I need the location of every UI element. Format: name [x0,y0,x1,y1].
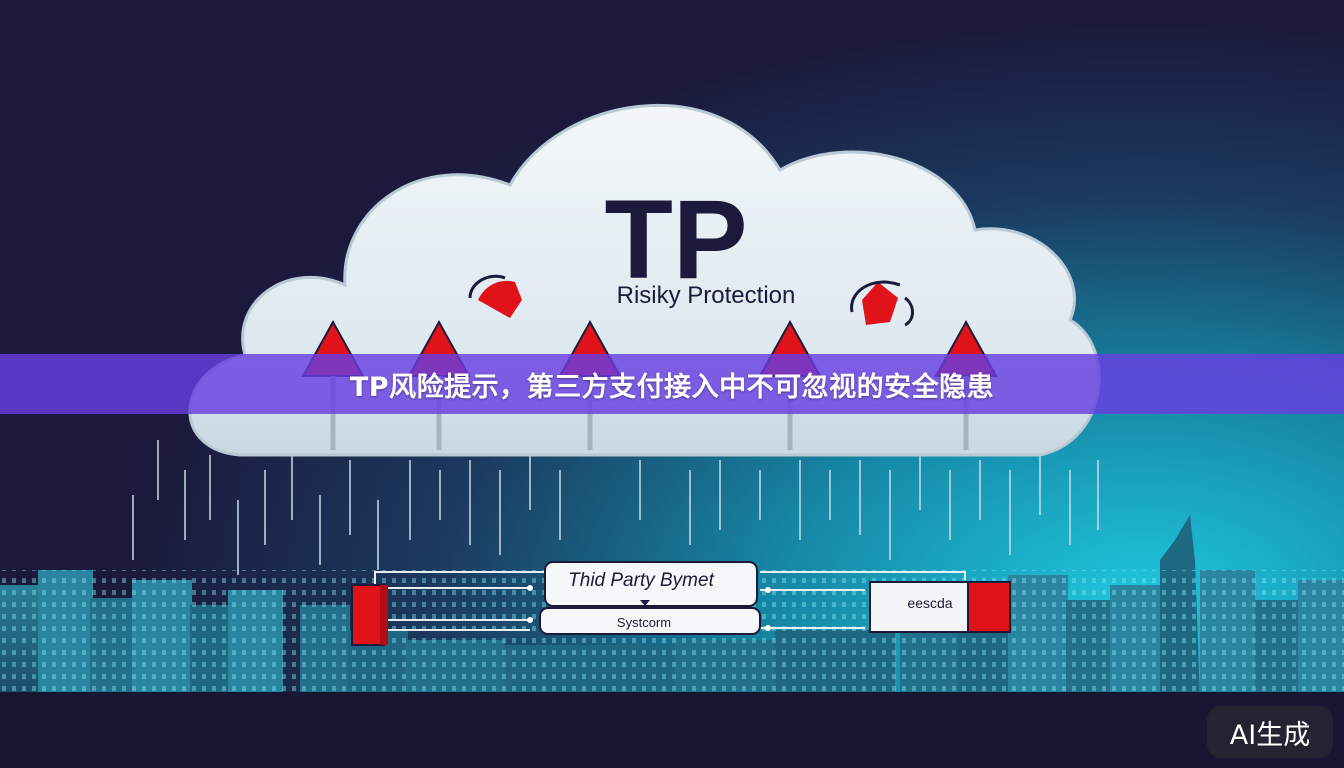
city-skyline [0,515,1344,768]
alarm-icon-left [468,274,522,318]
cloud-title: TP [604,177,747,302]
right-box [869,581,1011,633]
flow-connectors [374,571,966,631]
flow-box-top [544,561,758,607]
connector-dots [527,585,771,631]
banner-title: TP风险提示，第三方支付接入中不可忽视的安全隐患 [349,371,995,403]
right-box-label: eescda [907,595,952,611]
cloud-subtitle: Risiky Protection [617,282,796,309]
flow-box-bottom-label: Systcorm [617,615,671,630]
left-device-icon [351,584,388,646]
ai-generated-badge: AI生成 [1207,706,1333,758]
ai-badge-label: AI生成 [1229,719,1311,751]
title-banner: TP风险提示，第三方支付接入中不可忽视的安全隐患 [0,354,1344,414]
flow-box-bottom [539,607,761,635]
flow-box-top-label: Thid Party Bymet [568,570,714,591]
rain-lines [132,440,1099,575]
alarm-icon-right [850,280,914,327]
